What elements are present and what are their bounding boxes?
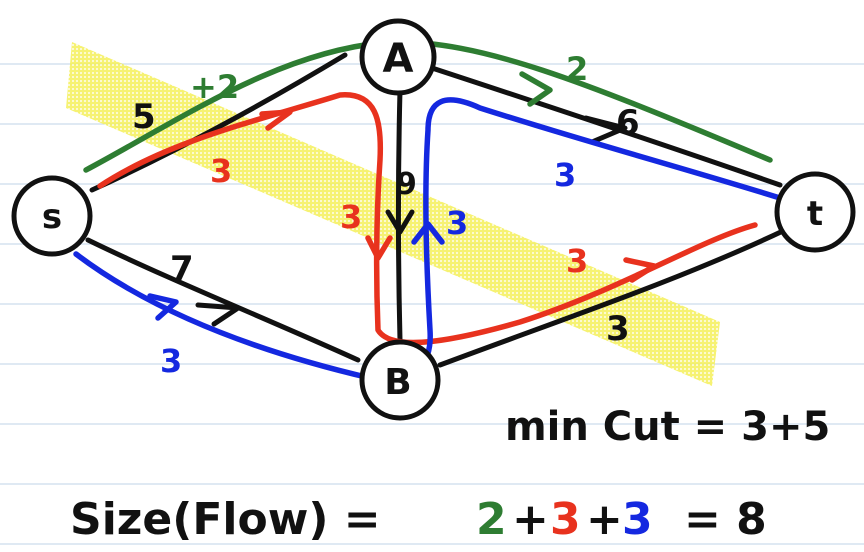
blue-flow-label-s-b: 3	[160, 342, 182, 380]
node-t-label: t	[807, 194, 823, 234]
size-flow-lhs: Size(Flow) =	[70, 494, 381, 545]
red-flow-arrowhead-1	[259, 109, 293, 131]
arrowhead-a-t	[583, 115, 628, 145]
capacity-s-b: 7	[170, 249, 194, 289]
node-t-circle	[774, 171, 856, 253]
edge-a-b	[396, 87, 403, 343]
red-flow-arrowhead-2	[365, 235, 393, 261]
capacity-a-t: 6	[616, 103, 640, 143]
size-flow-equation: Size(Flow) = 2 + 3 + 3 = 8	[70, 494, 767, 545]
size-flow-plus-1: +	[512, 494, 549, 545]
size-flow-term-blue: 3	[622, 494, 653, 545]
node-s-label: s	[42, 197, 62, 237]
green-flow-label-a-t: 2	[566, 50, 588, 88]
node-s-circle	[11, 175, 93, 257]
blue-flow-path	[73, 97, 783, 383]
red-flow-arrowhead-3	[623, 257, 657, 283]
arrowhead-a-b	[385, 209, 415, 235]
size-flow-term-red: 3	[550, 494, 581, 545]
edge-a-t	[429, 65, 783, 188]
blue-flow-arrowhead-2	[411, 221, 445, 245]
node-b-circle	[359, 339, 441, 421]
size-flow-rhs: = 8	[684, 494, 767, 545]
blue-flow-label-b-a: 3	[446, 204, 468, 242]
arrowhead-s-b	[195, 302, 241, 327]
min-cut-equation: min Cut = 3+5	[505, 404, 830, 450]
green-flow-label-s-a: +2	[190, 68, 239, 106]
edge-s-b	[85, 237, 361, 363]
capacity-a-b: 9	[396, 167, 417, 202]
blue-flow-arrowhead-1	[147, 293, 179, 321]
edge-b-t	[437, 227, 788, 368]
node-a-label: A	[383, 36, 414, 82]
red-flow-label-s-a: 3	[210, 152, 232, 190]
edge-s-a	[89, 52, 348, 193]
green-flow-arrowhead	[519, 71, 553, 107]
red-flow-label-a-b: 3	[340, 198, 362, 236]
size-flow-plus-2: +	[586, 494, 623, 545]
red-flow-label-b-t: 3	[566, 242, 588, 280]
capacity-s-a: 5	[132, 97, 156, 137]
capacity-b-t: 3	[606, 309, 630, 349]
node-a-circle	[359, 18, 437, 96]
node-b-label: B	[384, 362, 411, 403]
size-flow-term-green: 2	[476, 494, 507, 545]
blue-flow-label-a-t: 3	[554, 156, 576, 194]
